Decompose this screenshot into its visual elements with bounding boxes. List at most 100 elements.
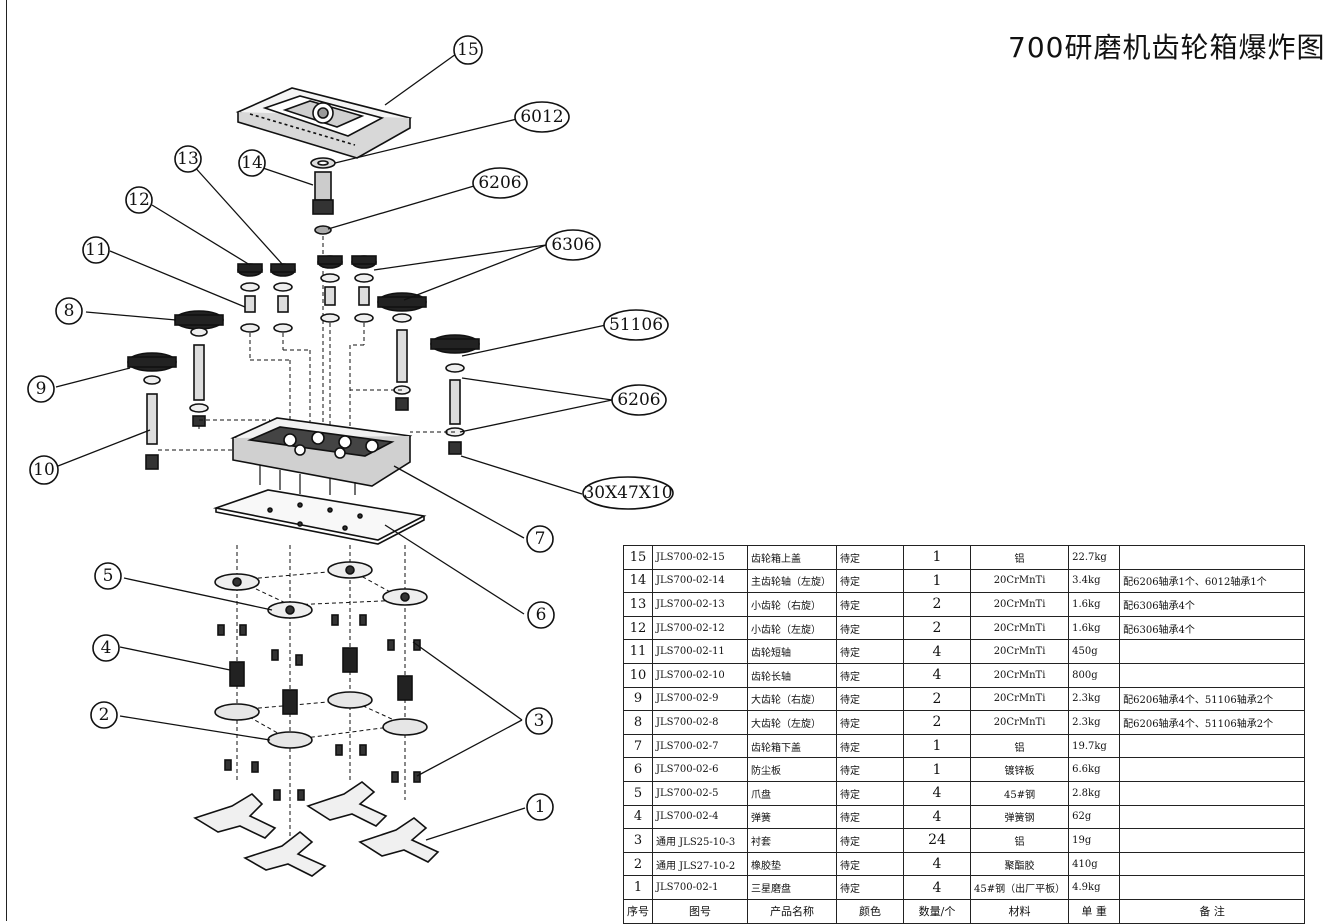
bom-cell-unit-weight: 800g	[1068, 662, 1121, 688]
bom-cell-drawing-no: JLS700-02-4	[652, 804, 748, 830]
bom-cell-quantity: 2	[903, 686, 971, 712]
bom-cell-remarks	[1119, 804, 1306, 830]
bom-cell-color: 待定	[836, 639, 904, 664]
bom-cell-remarks: 配6206轴承1个、6012轴承1个	[1119, 568, 1306, 594]
bom-cell-quantity: 2	[903, 615, 971, 641]
bom-cell-index: 7	[623, 733, 653, 759]
svg-text:6012: 6012	[520, 107, 563, 127]
bom-cell-material: 聚酯胶	[969, 851, 1070, 877]
bom-cell-color: 待定	[836, 733, 904, 759]
bom-cell-product-name: 橡胶垫	[747, 851, 837, 877]
svg-text:3: 3	[534, 711, 545, 731]
callout-6012: 6012	[514, 101, 570, 133]
bom-cell-remarks	[1119, 780, 1306, 806]
bom-cell-product-name: 小齿轮（右旋）	[747, 592, 837, 617]
callout-12: 12	[125, 186, 153, 214]
bom-cell-remarks	[1119, 662, 1306, 688]
bom-cell-quantity: 1	[903, 733, 971, 759]
bom-cell-material: 20CrMnTi	[969, 568, 1070, 594]
callout-51106: 51106	[603, 309, 669, 341]
part-7-lower-housing	[230, 417, 413, 495]
bom-cell-material: 20CrMnTi	[969, 662, 1070, 688]
bom-cell-index: 3	[623, 828, 653, 853]
bom-header-material: 材料	[969, 898, 1070, 924]
callout-6306: 6306	[545, 229, 601, 261]
bom-cell-quantity: 1	[903, 757, 971, 782]
bom-cell-material: 弹簧钢	[969, 804, 1070, 830]
svg-text:4: 4	[101, 638, 112, 658]
bom-cell-product-name: 大齿轮（左旋）	[747, 710, 837, 735]
svg-text:8: 8	[64, 301, 75, 321]
bom-cell-remarks	[1119, 757, 1306, 782]
bom-cell-remarks: 配6206轴承4个、51106轴承2个	[1119, 686, 1306, 712]
svg-text:2: 2	[99, 705, 110, 725]
callout-4: 4	[92, 634, 120, 662]
bom-cell-color: 待定	[836, 710, 904, 735]
bom-cell-quantity: 4	[903, 851, 971, 877]
bom-cell-drawing-no: JLS700-02-5	[652, 780, 748, 806]
bom-cell-drawing-no: 通用 JLS27-10-2	[652, 851, 748, 877]
callout-2: 2	[90, 701, 118, 729]
bom-cell-material: 20CrMnTi	[969, 639, 1070, 664]
bom-cell-remarks	[1119, 851, 1306, 877]
svg-text:12: 12	[128, 190, 150, 210]
callout-3: 3	[525, 707, 553, 735]
bom-cell-material: 45#钢（出厂平板）	[969, 875, 1070, 900]
callout-6: 6	[527, 601, 555, 629]
part-3-bushings	[217, 614, 421, 801]
callout-10: 10	[29, 455, 59, 485]
callout-15: 15	[453, 35, 483, 65]
part-4-springs	[229, 647, 413, 715]
svg-text:5: 5	[103, 566, 114, 586]
bom-cell-quantity: 4	[903, 639, 971, 664]
callout-1: 1	[526, 793, 554, 821]
bom-cell-product-name: 齿轮短轴	[747, 639, 837, 664]
bom-header-quantity: 数量/个	[903, 898, 971, 924]
bom-cell-quantity: 24	[903, 828, 971, 853]
callout-30x47x10: 30X47X10	[582, 476, 674, 510]
bom-cell-drawing-no: JLS700-02-9	[652, 686, 748, 712]
bom-cell-material: 20CrMnTi	[969, 710, 1070, 735]
bom-header-color: 颜色	[836, 898, 904, 924]
bom-cell-product-name: 防尘板	[747, 757, 837, 782]
bom-cell-drawing-no: JLS700-02-10	[652, 662, 748, 688]
bom-cell-unit-weight: 1.6kg	[1068, 615, 1121, 641]
bom-cell-drawing-no: JLS700-02-1	[652, 875, 748, 900]
bom-cell-quantity: 4	[903, 875, 971, 900]
callout-9: 9	[27, 375, 55, 403]
bom-cell-remarks	[1119, 733, 1306, 759]
bom-cell-color: 待定	[836, 592, 904, 617]
bom-cell-unit-weight: 2.8kg	[1068, 780, 1121, 806]
bom-cell-index: 4	[623, 804, 653, 830]
bom-cell-remarks	[1119, 545, 1306, 570]
callout-6206-top: 6206	[472, 167, 528, 199]
bom-cell-quantity: 2	[903, 592, 971, 617]
bom-cell-index: 14	[623, 568, 653, 594]
bom-cell-material: 铝	[969, 828, 1070, 853]
bom-cell-material: 20CrMnTi	[969, 592, 1070, 617]
part-6-dust-plate	[212, 489, 427, 545]
part-9-large-gear-right	[127, 352, 240, 470]
bom-cell-material: 铝	[969, 733, 1070, 759]
bom-cell-index: 8	[623, 710, 653, 735]
bom-cell-remarks	[1119, 828, 1306, 853]
bom-cell-unit-weight: 6.6kg	[1068, 757, 1121, 782]
bom-cell-quantity: 4	[903, 662, 971, 688]
bom-cell-unit-weight: 2.3kg	[1068, 686, 1121, 712]
bom-cell-color: 待定	[836, 851, 904, 877]
svg-text:30X47X10: 30X47X10	[583, 483, 672, 503]
bom-cell-product-name: 齿轮长轴	[747, 662, 837, 688]
part-15-top-cover	[235, 87, 413, 159]
bom-cell-remarks	[1119, 639, 1306, 664]
bom-cell-unit-weight: 4.9kg	[1068, 875, 1121, 900]
bom-cell-color: 待定	[836, 875, 904, 900]
callout-14: 14	[238, 149, 266, 177]
svg-text:51106: 51106	[609, 315, 663, 335]
